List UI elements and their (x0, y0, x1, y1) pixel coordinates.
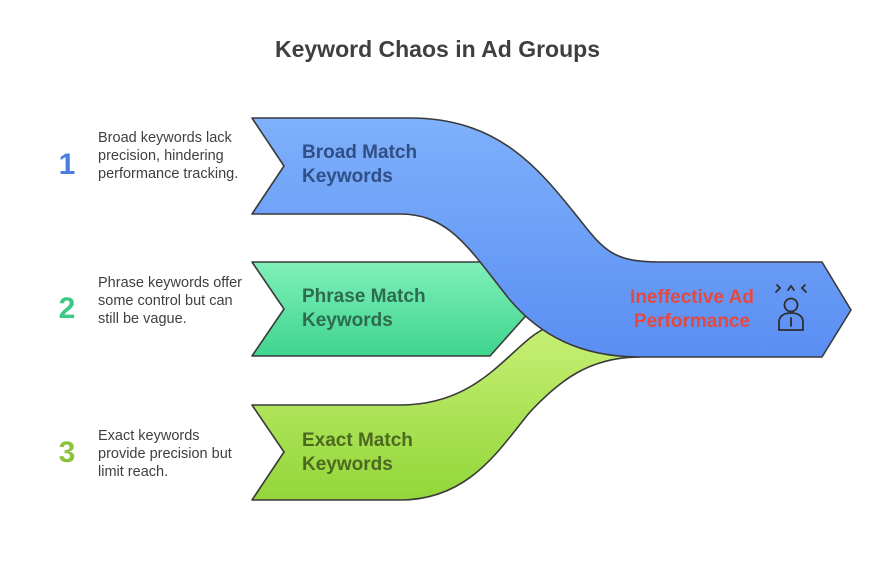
step-description-2: Phrase keywords offer some control but c… (98, 275, 242, 327)
step-description-3: Exact keywords provide precision but lim… (98, 428, 232, 480)
exact-match-label: Exact Match Keywords (302, 429, 492, 477)
phrase-match-label-line2: Keywords (302, 310, 393, 331)
outcome-label-line2: Performance (633, 311, 751, 332)
outcome-label-line1: Ineffective Ad (630, 287, 754, 308)
diagram-title: Keyword Chaos in Ad Groups (274, 36, 600, 62)
step-number-3: 3 (58, 436, 76, 469)
step-number-1: 1 (58, 148, 76, 181)
step-number-2: 2 (58, 292, 76, 325)
outcome-label: Ineffective Ad Performance (612, 286, 772, 334)
broad-match-label-line1: Broad Match (302, 142, 418, 163)
exact-match-label-line1: Exact Match (302, 430, 413, 451)
broad-match-label-line2: Keywords (302, 166, 393, 187)
broad-match-band (251, 117, 852, 358)
frustrated-person-icon (775, 284, 807, 331)
step-description-1: Broad keywords lack precision, hindering… (98, 130, 239, 182)
exact-match-label-line2: Keywords (302, 454, 393, 475)
broad-match-label: Broad Match Keywords (302, 141, 492, 189)
phrase-match-label: Phrase Match Keywords (302, 285, 492, 333)
phrase-match-label-line1: Phrase Match (302, 286, 426, 307)
